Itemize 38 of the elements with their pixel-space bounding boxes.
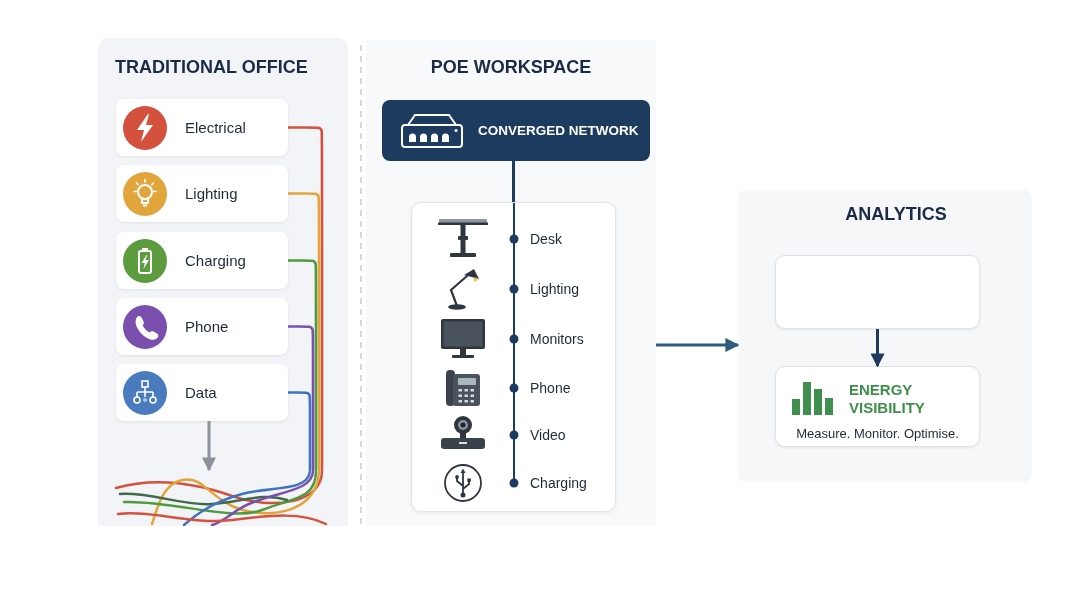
panel [98, 38, 348, 526]
category-card [116, 165, 288, 222]
card-subtitle: Measure. Monitor. Optimise. [795, 426, 960, 442]
card-heading: ENERGY VISIBILITY [849, 381, 926, 417]
category-card [116, 298, 288, 355]
card-label: Charging [185, 251, 246, 270]
network-box [382, 100, 650, 161]
feature-card [775, 366, 980, 447]
panel [366, 40, 656, 526]
arrow [656, 338, 740, 352]
cable-line [288, 192, 321, 470]
empty-card [775, 255, 980, 329]
card-label: Data [185, 383, 217, 402]
card-label: Lighting [185, 184, 238, 203]
device-label: Monitors [530, 330, 584, 348]
box-label: CONVERGED NETWORK [478, 122, 639, 139]
category-card [116, 364, 288, 421]
device-label: Charging [530, 474, 587, 492]
card-label: Phone [185, 317, 229, 336]
device-label: Desk [530, 230, 562, 248]
device-label: Video [530, 426, 566, 444]
category-card [116, 99, 288, 156]
connector-line [512, 161, 515, 202]
card-label: Electrical [185, 118, 246, 137]
device-label: Lighting [530, 280, 580, 298]
panel-heading: POE WORKSPACE [429, 56, 593, 78]
panel-heading: ANALYTICS [844, 203, 948, 225]
cable-line [288, 325, 315, 470]
cable-line [288, 391, 312, 470]
panel [738, 190, 1032, 482]
cable-line [288, 126, 324, 470]
device-list-card [411, 202, 616, 512]
cable-line [288, 259, 318, 470]
category-card [116, 232, 288, 289]
device-label: Phone [530, 379, 571, 397]
arrow [202, 421, 216, 472]
panel-heading: TRADITIONAL OFFICE [115, 56, 308, 78]
arrow [870, 329, 885, 368]
